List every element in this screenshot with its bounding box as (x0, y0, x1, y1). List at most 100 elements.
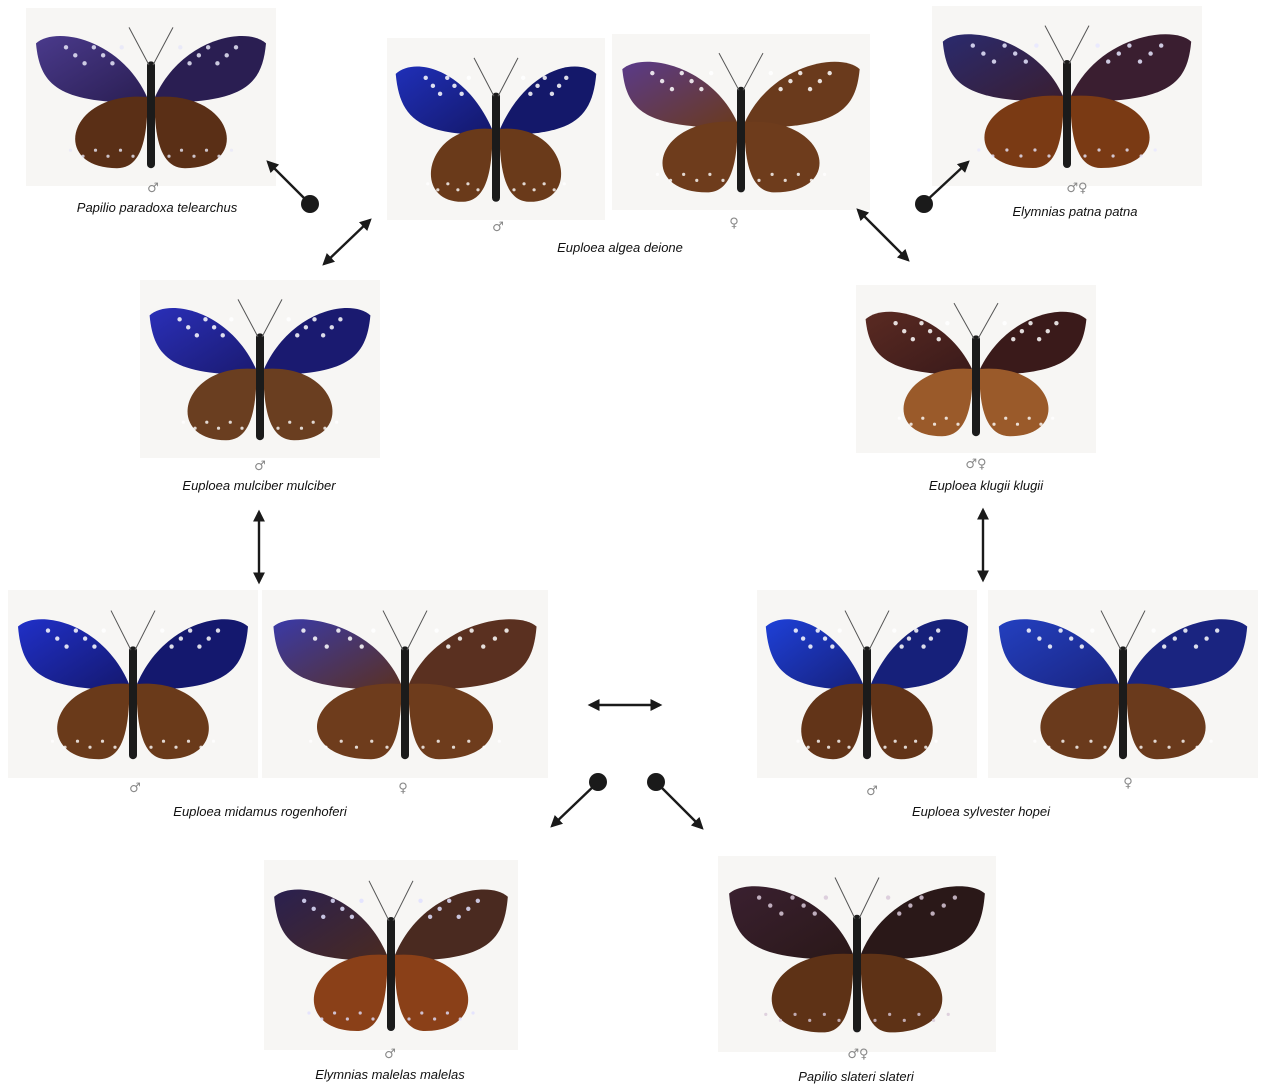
wing-spot (230, 149, 233, 152)
wing-spot (898, 417, 901, 420)
wing-spot (1005, 148, 1008, 151)
wing-spot (1033, 148, 1036, 151)
wing-spot (992, 423, 995, 426)
wing-spot (304, 325, 308, 329)
wing-spot (300, 427, 303, 430)
specimen-euploea-algea-male (387, 38, 605, 220)
wing-spot (904, 746, 907, 749)
mimic-origin-dot (647, 773, 665, 791)
right-hindwing (861, 954, 942, 1033)
wing-spot (186, 325, 190, 329)
wing-spot (234, 45, 238, 49)
wing-spot (1089, 740, 1092, 743)
wing-spot (883, 746, 886, 749)
wing-spot (1054, 321, 1058, 325)
wing-spot (160, 628, 164, 632)
wing-spot (83, 636, 87, 640)
sex-symbol: ♂ (115, 782, 155, 796)
wing-spot (818, 79, 822, 83)
wing-spot (543, 76, 547, 80)
antennae (383, 611, 427, 651)
wing-spot (550, 92, 554, 96)
wing-spot (101, 740, 104, 743)
wing-spot (323, 427, 326, 430)
right-forewing (395, 890, 508, 961)
wing-spot (564, 76, 568, 80)
wing-spot (180, 149, 183, 152)
mimic-origin-dot (915, 195, 933, 213)
wing-spot (1090, 628, 1094, 632)
butterfly-image (387, 38, 605, 220)
antennae (1101, 611, 1145, 651)
left-forewing (274, 890, 387, 961)
left-hindwing (314, 955, 387, 1031)
wing-spot (1037, 636, 1041, 640)
wing-spot (193, 427, 196, 430)
wing-spot (902, 329, 906, 333)
sex-symbol: ♂♀ (956, 458, 996, 472)
wing-spot (1058, 628, 1062, 632)
wing-spot (229, 421, 232, 424)
wing-spot (177, 317, 181, 321)
antennae (954, 303, 998, 339)
wing-spot (1210, 740, 1213, 743)
wing-spot (817, 740, 820, 743)
sex-symbol: ♂ (852, 785, 892, 799)
body (863, 646, 871, 759)
wing-spot (945, 321, 949, 325)
left-forewing (622, 62, 737, 128)
wing-spot (721, 179, 724, 182)
species-label: Euploea algea deione (520, 240, 720, 255)
specimen-papilio-telearchus (26, 8, 276, 186)
wing-spot (892, 628, 896, 632)
specimen-euploea-mulciber (140, 280, 380, 458)
body (853, 915, 861, 1033)
wing-spot (1159, 43, 1163, 47)
left-hindwing (57, 684, 129, 760)
right-hindwing (1071, 96, 1150, 168)
left-hindwing (1040, 684, 1119, 760)
right-forewing (264, 308, 370, 375)
body (1063, 60, 1071, 168)
wing-spot (971, 43, 975, 47)
sex-symbol: ♀ (1108, 777, 1148, 791)
wing-spot (793, 1013, 796, 1016)
wing-spot (532, 188, 535, 191)
wing-spot (63, 746, 66, 749)
wing-spot (456, 188, 459, 191)
wing-spot (917, 1013, 920, 1016)
right-hindwing (395, 955, 468, 1031)
wing-spot (240, 427, 243, 430)
wing-spot (120, 45, 124, 49)
wing-spot (359, 899, 363, 903)
wing-spot (333, 1011, 336, 1014)
left-forewing (36, 36, 147, 103)
body (737, 87, 745, 193)
wing-spot (779, 911, 783, 915)
wing-spot (669, 179, 672, 182)
left-hindwing (984, 96, 1063, 168)
wing-spot (1095, 43, 1099, 47)
wing-spot (708, 173, 711, 176)
wing-spot (101, 53, 105, 57)
wing-spot (807, 746, 810, 749)
wing-spot (894, 740, 897, 743)
wing-spot (1048, 644, 1052, 648)
wing-spot (1004, 417, 1007, 420)
wing-spot (823, 173, 826, 176)
wing-spot (312, 317, 316, 321)
butterfly-image (262, 590, 548, 778)
wing-spot (51, 740, 54, 743)
wing-spot (167, 155, 170, 158)
right-hindwing (155, 97, 227, 169)
wing-spot (1182, 740, 1185, 743)
wing-spot (498, 740, 501, 743)
wing-spot (981, 51, 985, 55)
wing-spot (467, 76, 471, 80)
antennae (835, 878, 879, 919)
wing-spot (331, 899, 335, 903)
wing-spot (207, 636, 211, 640)
left-forewing (150, 308, 256, 375)
wing-spot (504, 628, 508, 632)
left-hindwing (904, 369, 972, 437)
